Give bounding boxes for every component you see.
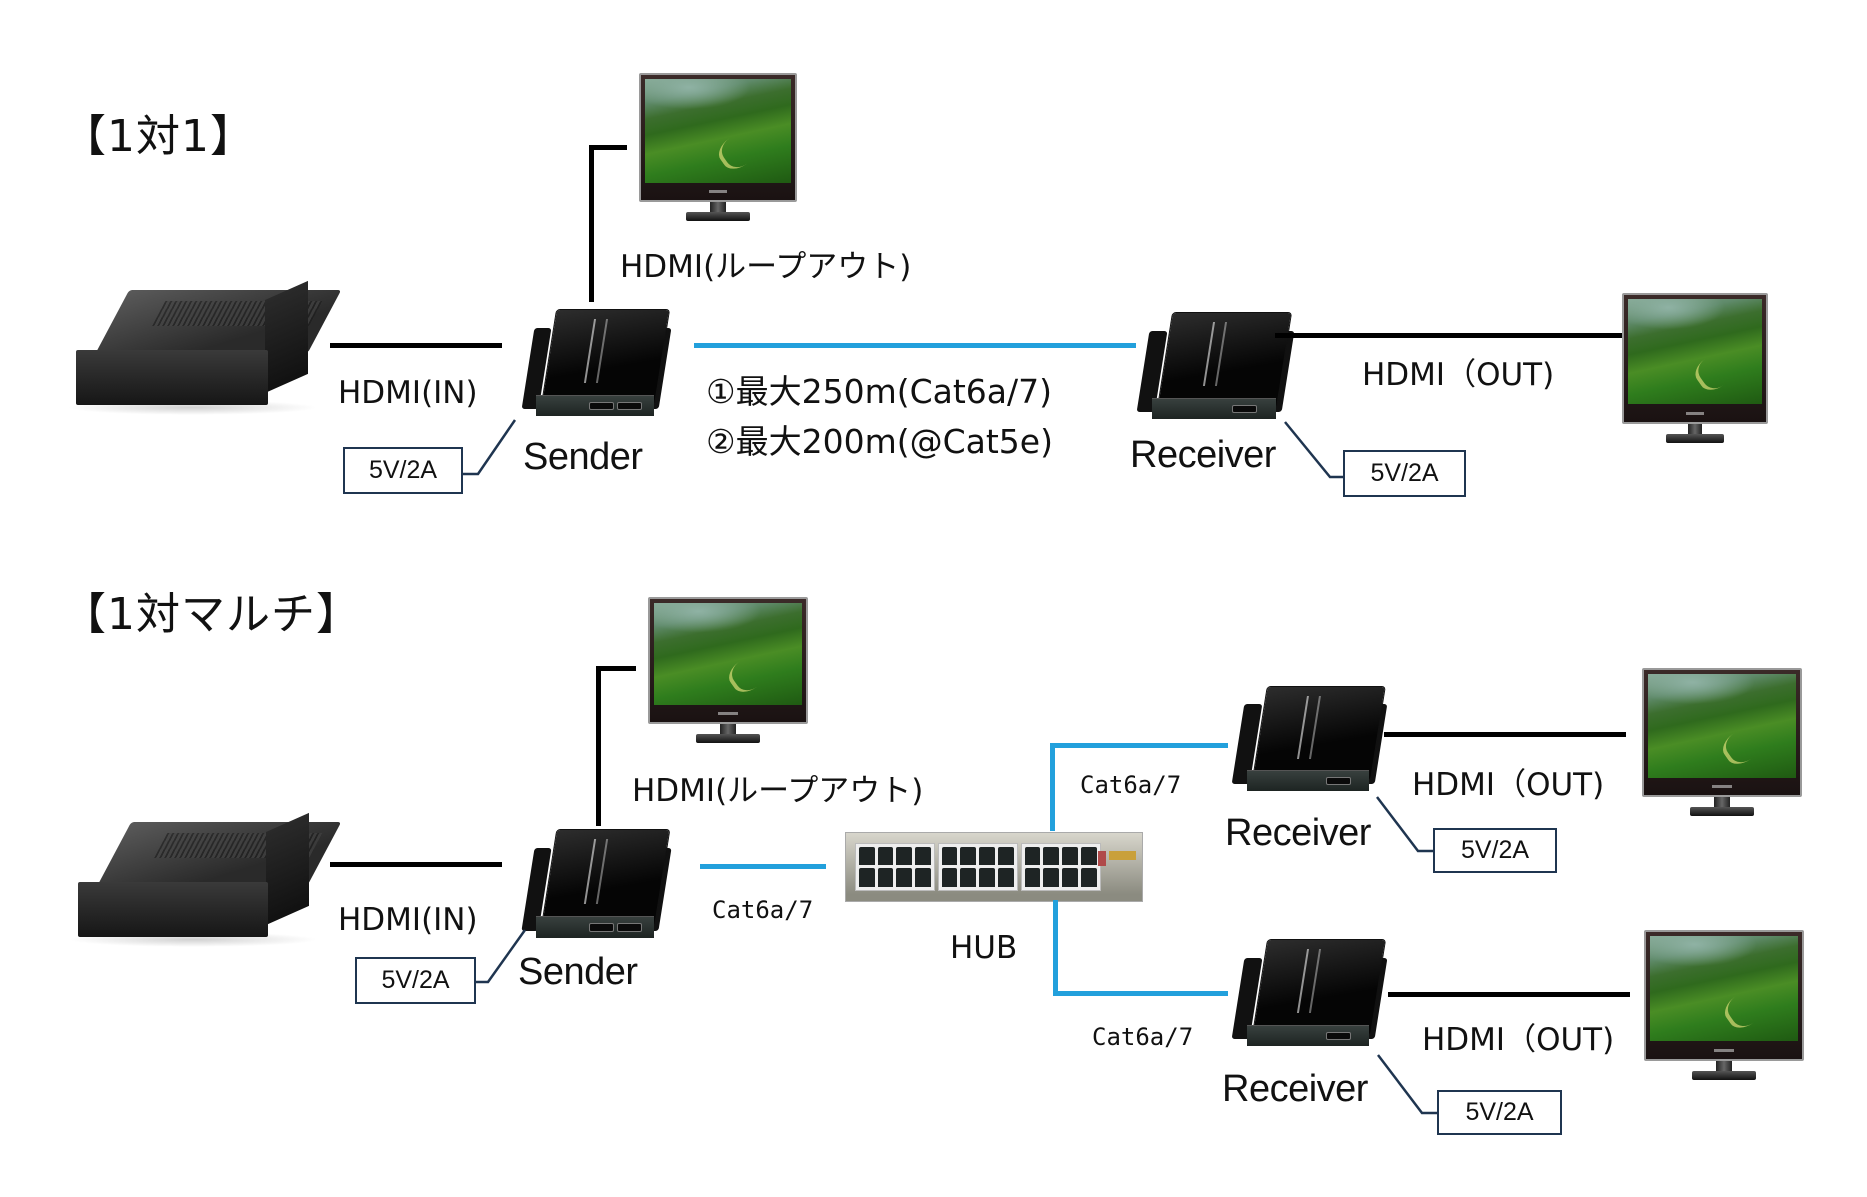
loopout-label-2: HDMI(ループアウト) [632, 773, 924, 809]
output-monitor-icon-b [1644, 930, 1804, 1080]
hdmi-out-label: HDMI（OUT) [1362, 357, 1555, 393]
loopout-cable-vertical [589, 145, 594, 302]
section-title-one-to-one: 【1対1】 [62, 111, 255, 162]
receiver-power-label-b: 5V/2A [1465, 1098, 1534, 1126]
sender-power-label-2: 5V/2A [381, 966, 450, 994]
receiver-unit-icon-a [1231, 687, 1388, 795]
sender-power-connector [463, 419, 517, 476]
hub-icon [845, 832, 1143, 902]
receiver-label-b: Receiver [1222, 1068, 1368, 1110]
receiver-power-box-b: 5V/2A [1437, 1090, 1562, 1135]
hdmi-out-cable-b [1388, 992, 1630, 997]
receiver-power-connector-a [1376, 796, 1433, 853]
sender-label: Sender [523, 436, 643, 478]
receiver-power-label-a: 5V/2A [1460, 836, 1530, 864]
hdmi-out-label-a: HDMI（OUT) [1412, 767, 1605, 803]
hdmi-in-cable [330, 343, 502, 348]
hdmi-in-label: HDMI(IN) [338, 375, 478, 411]
distance-note-2: ②最大200m(@Cat5e) [706, 422, 1053, 461]
receiver-power-connector-b [1377, 1054, 1437, 1115]
receiver-power-box-a: 5V/2A [1433, 828, 1557, 873]
hub-label: HUB [950, 930, 1018, 966]
output-monitor-icon [1622, 293, 1768, 443]
hub-upper-lan-vertical [1050, 743, 1055, 831]
source-recorder-icon [66, 280, 342, 415]
receiver-unit-icon [1136, 313, 1295, 423]
sender-power-box: 5V/2A [343, 447, 463, 494]
output-monitor-icon-a [1642, 668, 1802, 816]
section-title-one-to-multi: 【1対マルチ】 [62, 589, 361, 640]
hdmi-out-cable-a [1384, 732, 1626, 737]
sender-power-label: 5V/2A [368, 456, 438, 484]
sender-label-2: Sender [518, 951, 638, 993]
sender-power-box-2: 5V/2A [355, 957, 476, 1004]
hdmi-out-label-b: HDMI（OUT) [1422, 1022, 1615, 1058]
upper-cable-label: Cat6a/7 [1080, 771, 1182, 799]
distance-note-1: ①最大250m(Cat6a/7) [706, 372, 1053, 411]
receiver-power-label: 5V/2A [1370, 459, 1439, 487]
loopout-cable-horizontal [589, 145, 627, 150]
loopout-monitor-icon-2 [648, 597, 808, 743]
receiver-power-box: 5V/2A [1343, 450, 1466, 497]
sender-unit-icon-2 [521, 830, 672, 942]
loopout-label: HDMI(ループアウト) [620, 249, 912, 285]
loopout-monitor-icon [639, 73, 797, 221]
sender-hub-cable-label: Cat6a/7 [712, 896, 814, 924]
loopout-cable-vertical-2 [596, 666, 601, 826]
loopout-cable-horizontal-2 [596, 666, 636, 671]
sender-unit-icon [521, 310, 672, 420]
hdmi-in-label-2: HDMI(IN) [338, 902, 478, 938]
source-recorder-icon-2 [68, 813, 342, 947]
lower-cable-label: Cat6a/7 [1092, 1023, 1194, 1051]
receiver-label: Receiver [1130, 434, 1276, 476]
receiver-unit-icon-b [1231, 940, 1388, 1050]
hdmi-in-cable-2 [330, 862, 502, 867]
hub-lower-lan-vertical [1053, 900, 1058, 996]
hub-upper-lan-horizontal [1050, 743, 1228, 748]
lan-cable [694, 343, 1136, 348]
hdmi-out-cable [1275, 333, 1637, 338]
hub-lower-lan-horizontal [1053, 991, 1228, 996]
sender-hub-lan-cable [700, 864, 826, 869]
receiver-label-a: Receiver [1225, 812, 1371, 854]
receiver-power-connector [1284, 421, 1343, 479]
